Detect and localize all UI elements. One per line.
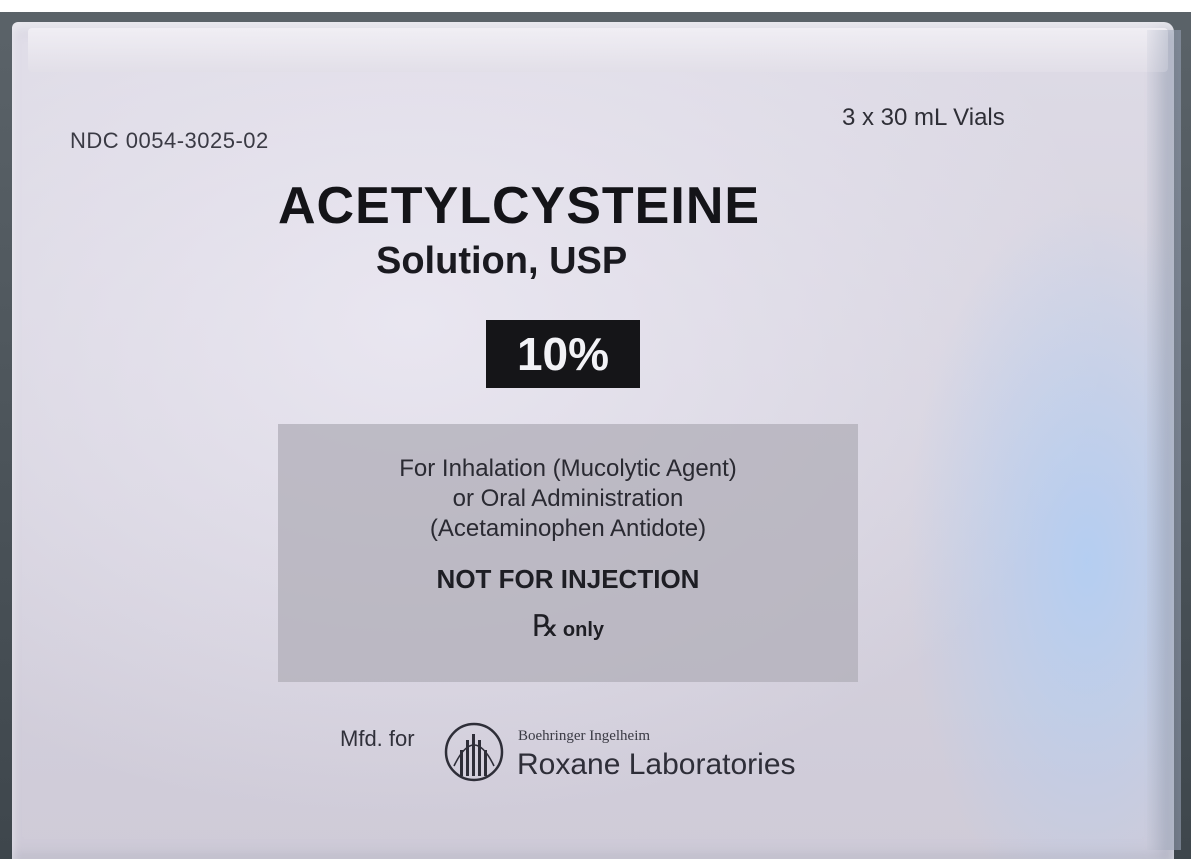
company-name: Roxane Laboratories xyxy=(517,748,796,781)
usage-line-inhalation: For Inhalation (Mucolytic Agent) xyxy=(399,455,737,482)
usage-line-antidote: (Acetaminophen Antidote) xyxy=(429,515,707,542)
parent-company: Boehringer Ingelheim xyxy=(518,728,651,744)
roxane-columns-logo-icon xyxy=(444,722,504,782)
drug-form: Solution, USP xyxy=(376,240,628,282)
rx-only-text: only xyxy=(562,619,605,641)
usage-line-oral: or Oral Administration xyxy=(452,485,684,512)
drug-name: ACETYLCYSTEINE xyxy=(278,177,761,235)
top-border xyxy=(0,0,1191,12)
strength-badge: 10% xyxy=(486,320,640,388)
box-top-edge xyxy=(28,28,1168,72)
package-count: 3 x 30 mL Vials xyxy=(842,104,1005,131)
usage-panel: For Inhalation (Mucolytic Agent) or Oral… xyxy=(278,424,858,682)
ndc-code: NDC 0054-3025-02 xyxy=(70,128,269,153)
injection-warning: NOT FOR INJECTION xyxy=(436,564,700,594)
rx-symbol: ℞ xyxy=(531,610,559,643)
rx-only-row: ℞only xyxy=(278,609,858,643)
box-side-edge xyxy=(1147,30,1181,850)
manufactured-for-label: Mfd. for xyxy=(340,726,415,751)
